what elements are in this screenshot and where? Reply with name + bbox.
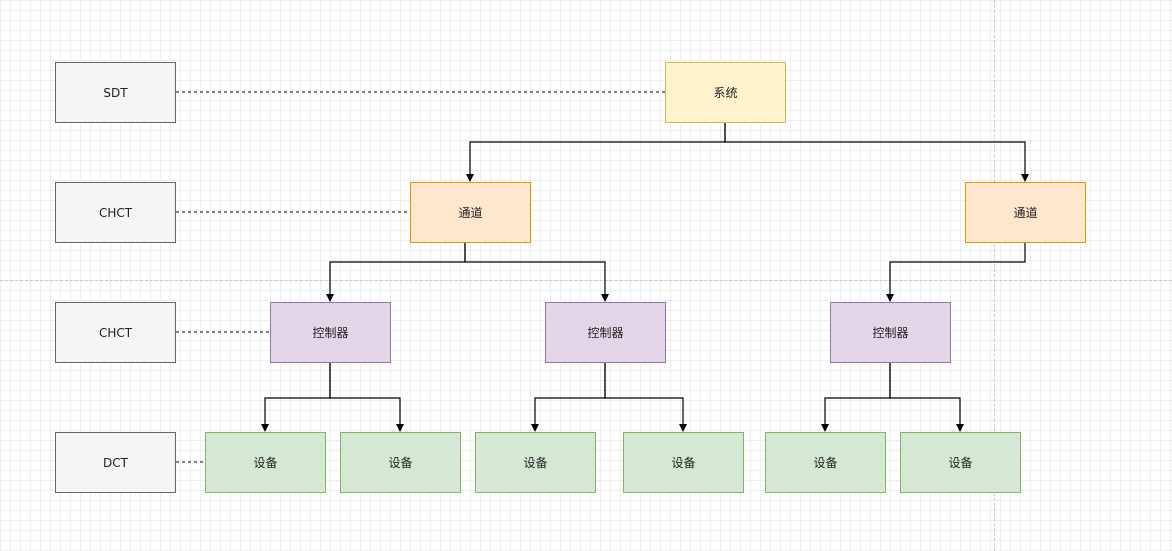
page-break-horizontal <box>0 280 1172 281</box>
edge-controller-3-device-5[interactable] <box>821 362 891 432</box>
controller-node-label: 控制器 <box>872 326 909 340</box>
controller-node-2[interactable]: 控制器 <box>545 302 666 363</box>
level-label-sdt[interactable]: SDT <box>55 62 176 123</box>
level-label-text: DCT <box>103 455 128 470</box>
controller-node-3[interactable]: 控制器 <box>830 302 951 363</box>
system-node-label: 系统 <box>713 86 738 100</box>
device-node-label: 设备 <box>948 456 973 470</box>
channel-node-1[interactable]: 通道 <box>410 182 531 243</box>
edge-controller-3-device-6[interactable] <box>889 362 964 432</box>
level-label-chct-controller[interactable]: CHCT <box>55 302 176 363</box>
controller-node-1[interactable]: 控制器 <box>270 302 391 363</box>
channel-node-label: 通道 <box>458 206 483 220</box>
device-node-4[interactable]: 设备 <box>623 432 744 493</box>
edge-controller-1-device-2[interactable] <box>329 362 404 432</box>
device-node-label: 设备 <box>523 456 548 470</box>
system-node[interactable]: 系统 <box>665 62 786 123</box>
device-node-label: 设备 <box>671 456 696 470</box>
edge-channel-2-controller-3[interactable] <box>886 242 1026 302</box>
device-node-label: 设备 <box>813 456 838 470</box>
edge-channel-1-controller-2[interactable] <box>464 242 609 302</box>
device-node-label: 设备 <box>388 456 413 470</box>
edge-controller-2-device-4[interactable] <box>604 362 687 432</box>
edge-controller-2-device-3[interactable] <box>531 362 606 432</box>
level-label-text: CHCT <box>98 205 133 220</box>
controller-node-label: 控制器 <box>587 326 624 340</box>
device-node-2[interactable]: 设备 <box>340 432 461 493</box>
channel-node-label: 通道 <box>1013 206 1038 220</box>
page-break-vertical <box>994 0 995 551</box>
edge-controller-1-device-1[interactable] <box>261 362 331 432</box>
edge-system-channel-1[interactable] <box>466 122 726 182</box>
device-node-3[interactable]: 设备 <box>475 432 596 493</box>
level-label-chct-channel[interactable]: CHCT <box>55 182 176 243</box>
device-node-5[interactable]: 设备 <box>765 432 886 493</box>
edge-channel-1-controller-1[interactable] <box>326 242 466 302</box>
device-node-1[interactable]: 设备 <box>205 432 326 493</box>
channel-node-2[interactable]: 通道 <box>965 182 1086 243</box>
level-label-text: CHCT <box>98 325 133 340</box>
device-node-label: 设备 <box>253 456 278 470</box>
controller-node-label: 控制器 <box>312 326 349 340</box>
edge-system-channel-2[interactable] <box>724 122 1029 182</box>
level-label-text: SDT <box>103 85 128 100</box>
level-label-dct[interactable]: DCT <box>55 432 176 493</box>
device-node-6[interactable]: 设备 <box>900 432 1021 493</box>
